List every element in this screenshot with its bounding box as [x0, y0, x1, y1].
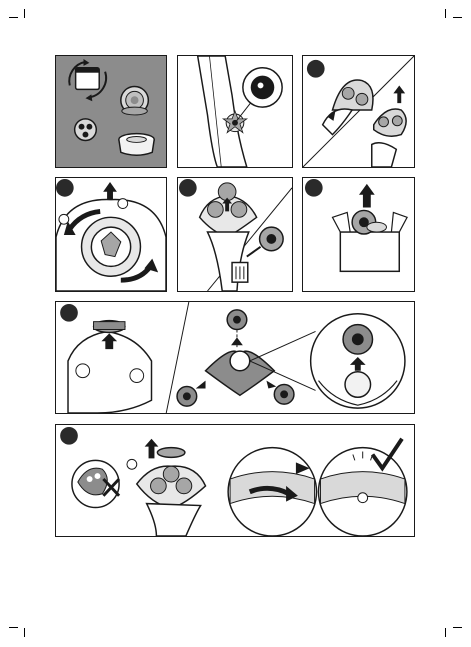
- crop-mark-bl: [24, 628, 25, 637]
- crop-mark-tr: [445, 9, 446, 18]
- holder-icon: [75, 119, 97, 141]
- panel-step-5: [55, 301, 415, 414]
- insert-heads-icon: [68, 321, 151, 413]
- panel-intro: [55, 55, 167, 168]
- step-4-illustration: [303, 178, 414, 291]
- panel-step-6: [55, 424, 415, 537]
- cleaning-brush-icon: [119, 134, 154, 156]
- panel-step-4: [302, 177, 415, 292]
- panel-shaver-light: [177, 55, 293, 168]
- open-unit-icon: [323, 80, 373, 135]
- panel-step-2: [55, 177, 167, 292]
- step-5-illustration: [56, 302, 414, 413]
- crop-mark-br-h: [453, 627, 462, 628]
- magnifier-icon: [250, 314, 405, 408]
- step-2-illustration: [56, 178, 166, 291]
- shaving-head-icon: [121, 86, 149, 114]
- shaver-icon: [198, 56, 247, 167]
- crop-mark-br: [445, 628, 446, 637]
- step-badge-1: [307, 60, 325, 78]
- holder-detail-icon: [177, 310, 294, 406]
- frame-reattach-icon: [127, 439, 206, 536]
- step-3-illustration: [178, 178, 292, 291]
- crop-mark-bl-h: [9, 627, 18, 628]
- new-heads-box-icon: [332, 210, 407, 271]
- panel-step-3: [177, 177, 293, 292]
- shaver-light-illustration: [178, 56, 292, 167]
- arrow-up-icon: [359, 184, 375, 208]
- step-badge-2: [56, 179, 74, 197]
- panel-step-1: [302, 55, 415, 168]
- step-badge-3: [179, 179, 197, 197]
- step-badge-5: [60, 304, 78, 322]
- crop-mark-tl-h: [9, 17, 18, 18]
- do-not-icon: [72, 460, 119, 507]
- retaining-frame-icon: [56, 199, 166, 291]
- step-6-illustration: [56, 425, 414, 536]
- lock-detail-icon: [228, 448, 407, 536]
- step-badge-4: [305, 179, 323, 197]
- crop-mark-tl: [24, 9, 25, 18]
- intro-illustration: [56, 56, 166, 167]
- calendar-cycle-icon: [69, 59, 106, 101]
- step-1-illustration: [303, 56, 414, 167]
- crop-mark-tr-h: [453, 17, 462, 18]
- arrow-up-icon: [372, 85, 406, 167]
- step-badge-6: [60, 427, 78, 445]
